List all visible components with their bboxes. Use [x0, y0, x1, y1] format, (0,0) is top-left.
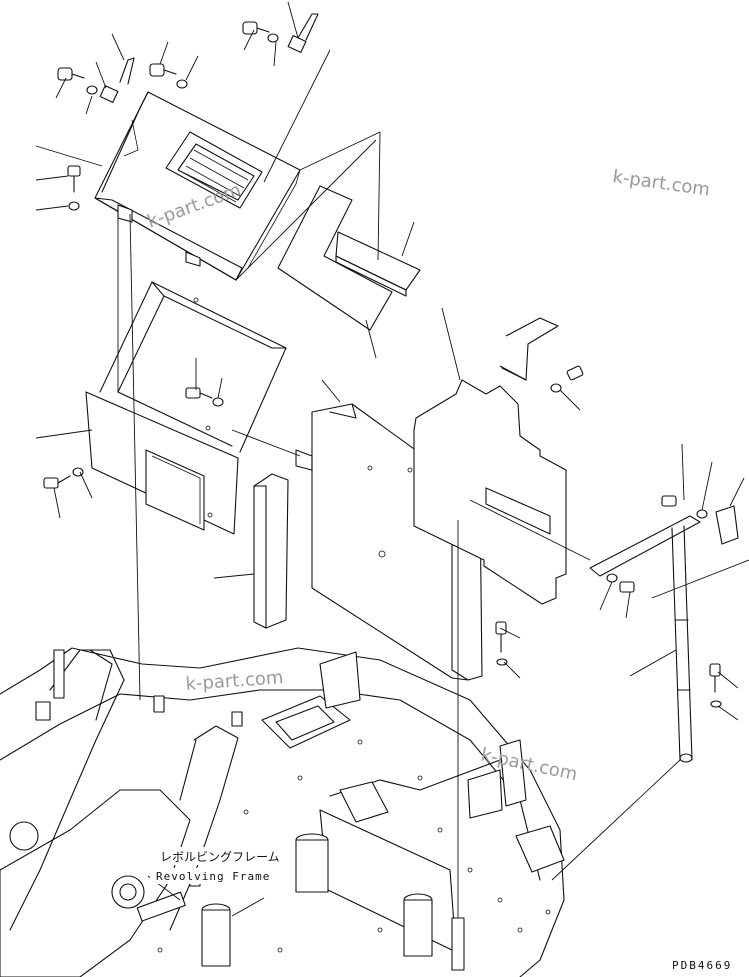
revolving-frame-label-jp: レボルビングフレーム — [160, 850, 280, 864]
cover-hinges — [99, 35, 307, 267]
frame-posts — [35, 649, 465, 971]
assembly-lines — [117, 49, 749, 918]
foam-block-vertical — [253, 473, 289, 629]
box-frame — [85, 281, 287, 535]
watermark-2: k-part.com — [611, 166, 711, 200]
revolving-frame-label-en: Revolving Frame — [156, 870, 270, 883]
frame-holes — [157, 739, 551, 953]
stepped-seal — [413, 379, 567, 605]
stay-bracket — [499, 317, 584, 393]
revolving-frame — [0, 647, 565, 977]
top-cover-panel — [94, 91, 301, 281]
cover-vent-grille — [165, 131, 263, 209]
cover-latches — [119, 13, 319, 85]
l-shaped-insulation — [277, 185, 393, 331]
cover-bolts-washers — [57, 21, 279, 211]
long-rod — [495, 495, 739, 763]
diagram-code: PDB4669 — [672, 959, 732, 972]
watermark-3: k-part.com — [185, 667, 284, 695]
foam-block-top — [335, 231, 421, 297]
